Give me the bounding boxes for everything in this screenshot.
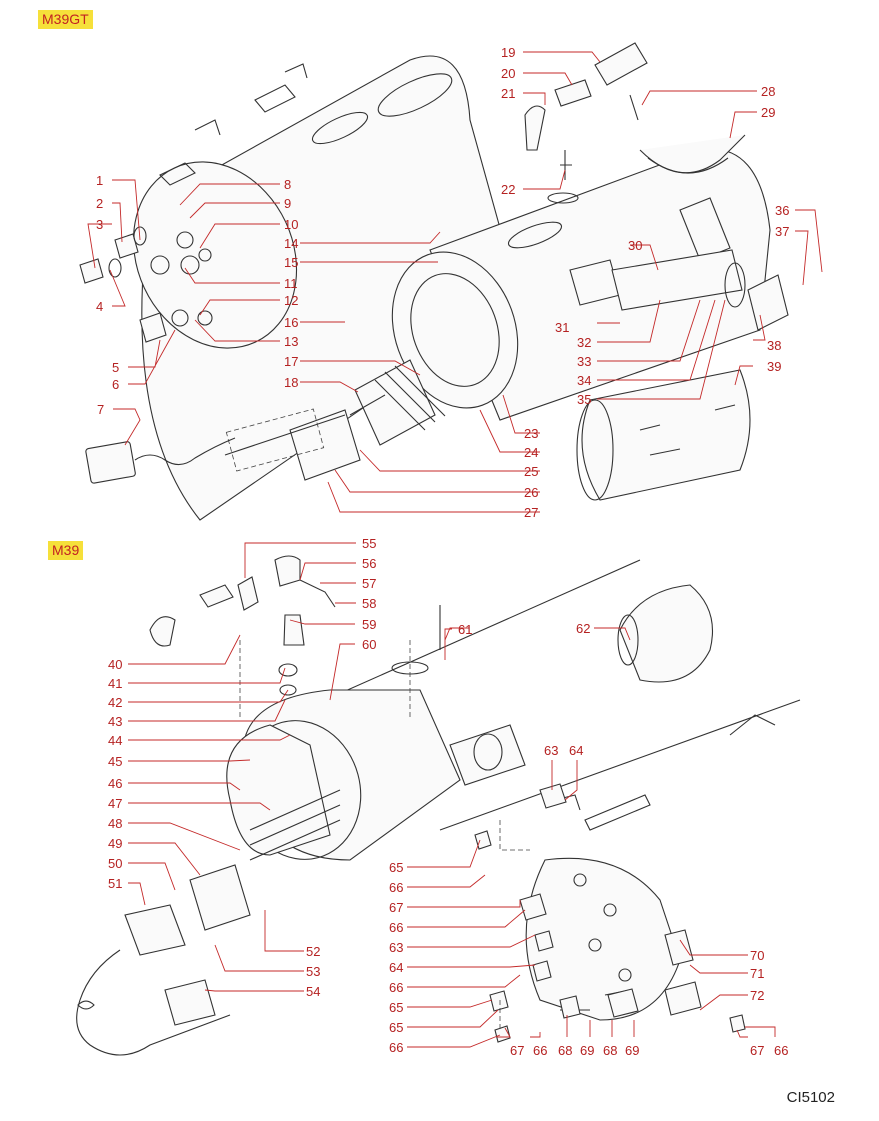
label-51: 51 bbox=[108, 876, 122, 891]
label-1: 1 bbox=[96, 173, 103, 188]
label-27: 27 bbox=[524, 505, 538, 520]
label-61: 61 bbox=[458, 622, 472, 637]
label-57: 57 bbox=[362, 576, 376, 591]
label-39: 39 bbox=[767, 359, 781, 374]
label-49: 49 bbox=[108, 836, 122, 851]
model-tag-m39gt: M39GT bbox=[38, 10, 93, 29]
label-14: 14 bbox=[284, 236, 298, 251]
label-6: 6 bbox=[112, 377, 119, 392]
leader-lines-bottom bbox=[128, 542, 776, 1048]
label-43: 43 bbox=[108, 714, 122, 729]
label-52: 52 bbox=[306, 944, 320, 959]
label-54: 54 bbox=[306, 984, 320, 999]
label-59: 59 bbox=[362, 617, 376, 632]
label-63b: 63 bbox=[389, 940, 403, 955]
label-44: 44 bbox=[108, 733, 122, 748]
drawing-code: CI5102 bbox=[786, 1089, 835, 1106]
label-64: 64 bbox=[569, 743, 583, 758]
label-32: 32 bbox=[577, 335, 591, 350]
label-10: 10 bbox=[284, 217, 298, 232]
label-47: 47 bbox=[108, 796, 122, 811]
label-9: 9 bbox=[284, 196, 291, 211]
label-58: 58 bbox=[362, 596, 376, 611]
label-71: 71 bbox=[750, 966, 764, 981]
label-67c: 67 bbox=[750, 1043, 764, 1058]
label-16: 16 bbox=[284, 315, 298, 330]
label-26: 26 bbox=[524, 485, 538, 500]
label-30: 30 bbox=[628, 238, 642, 253]
label-36: 36 bbox=[775, 203, 789, 218]
label-63: 63 bbox=[544, 743, 558, 758]
label-66c: 66 bbox=[389, 980, 403, 995]
label-17: 17 bbox=[284, 354, 298, 369]
label-23: 23 bbox=[524, 426, 538, 441]
label-67: 67 bbox=[389, 900, 403, 915]
labels-bottom: 40 41 42 43 44 45 46 47 48 49 50 51 52 5… bbox=[108, 536, 788, 1058]
label-70: 70 bbox=[750, 948, 764, 963]
label-11: 11 bbox=[284, 276, 298, 291]
label-38: 38 bbox=[767, 338, 781, 353]
label-66b: 66 bbox=[389, 920, 403, 935]
label-29: 29 bbox=[761, 105, 775, 120]
label-2: 2 bbox=[96, 196, 103, 211]
label-66: 66 bbox=[389, 880, 403, 895]
label-64b: 64 bbox=[389, 960, 403, 975]
label-42: 42 bbox=[108, 695, 122, 710]
label-24: 24 bbox=[524, 445, 538, 460]
label-68b: 68 bbox=[603, 1043, 617, 1058]
label-53: 53 bbox=[306, 964, 320, 979]
label-46: 46 bbox=[108, 776, 122, 791]
label-8: 8 bbox=[284, 177, 291, 192]
label-48: 48 bbox=[108, 816, 122, 831]
label-15: 15 bbox=[284, 255, 298, 270]
label-7: 7 bbox=[97, 402, 104, 417]
label-22: 22 bbox=[501, 182, 515, 197]
label-37: 37 bbox=[775, 224, 789, 239]
label-66e: 66 bbox=[533, 1043, 547, 1058]
labels-top: 1 2 3 4 5 6 7 8 9 10 11 12 13 14 15 16 1… bbox=[96, 45, 789, 520]
label-20: 20 bbox=[501, 66, 515, 81]
label-56: 56 bbox=[362, 556, 376, 571]
label-67b: 67 bbox=[510, 1043, 524, 1058]
label-21: 21 bbox=[501, 86, 515, 101]
label-65: 65 bbox=[389, 860, 403, 875]
leader-lines bbox=[87, 51, 823, 513]
label-69b: 69 bbox=[625, 1043, 639, 1058]
label-34: 34 bbox=[577, 373, 591, 388]
label-12: 12 bbox=[284, 293, 298, 308]
bottom-boiler-art bbox=[76, 555, 801, 1056]
label-60: 60 bbox=[362, 637, 376, 652]
label-3: 3 bbox=[96, 217, 103, 232]
label-62: 62 bbox=[576, 621, 590, 636]
label-65b: 65 bbox=[389, 1000, 403, 1015]
label-66d: 66 bbox=[389, 1040, 403, 1055]
label-41: 41 bbox=[108, 676, 122, 691]
top-boiler-art bbox=[79, 42, 789, 521]
label-19: 19 bbox=[501, 45, 515, 60]
label-45: 45 bbox=[108, 754, 122, 769]
model-tag-m39: M39 bbox=[48, 541, 84, 560]
label-50: 50 bbox=[108, 856, 122, 871]
label-72: 72 bbox=[750, 988, 764, 1003]
label-31: 31 bbox=[555, 320, 569, 335]
label-25: 25 bbox=[524, 464, 538, 479]
label-35: 35 bbox=[577, 392, 591, 407]
label-13: 13 bbox=[284, 334, 298, 349]
label-5: 5 bbox=[112, 360, 119, 375]
label-66f: 66 bbox=[774, 1043, 788, 1058]
label-55: 55 bbox=[362, 536, 376, 551]
label-65c: 65 bbox=[389, 1020, 403, 1035]
label-18: 18 bbox=[284, 375, 298, 390]
label-33: 33 bbox=[577, 354, 591, 369]
label-68: 68 bbox=[558, 1043, 572, 1058]
label-28: 28 bbox=[761, 84, 775, 99]
label-40: 40 bbox=[108, 657, 122, 672]
label-4: 4 bbox=[96, 299, 103, 314]
label-69: 69 bbox=[580, 1043, 594, 1058]
